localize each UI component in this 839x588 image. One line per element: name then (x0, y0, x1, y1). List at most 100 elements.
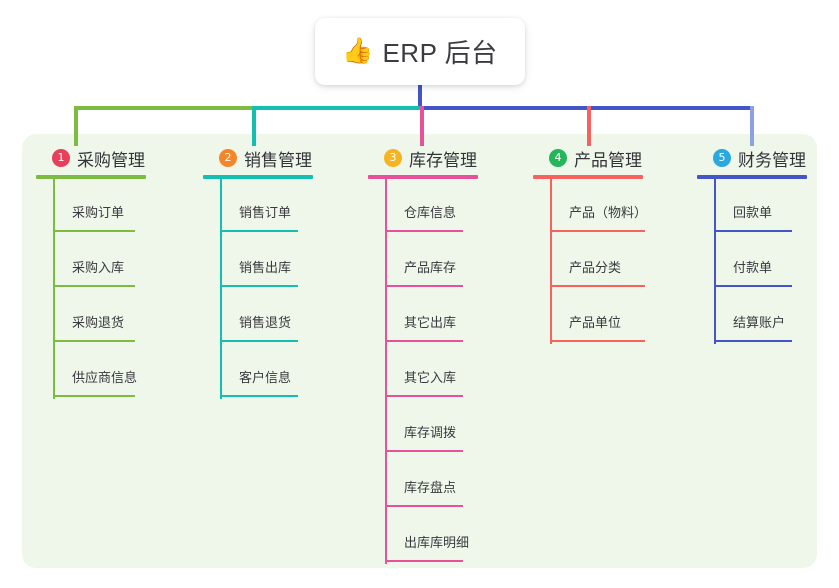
column-body-inventory: 仓库信息产品库存其它出库其它入库库存调拨库存盘点出库库明细 (368, 179, 478, 564)
column-title-product: 产品管理 (574, 150, 642, 170)
leaf-label: 结算账户 (733, 315, 786, 330)
leaf-node[interactable]: 出库库明细 (368, 509, 478, 564)
leaf-node[interactable]: 销售出库 (203, 234, 313, 289)
leaf-label: 其它入库 (404, 370, 457, 385)
leaf-underline (53, 395, 135, 397)
thumbs-up-icon: 👍 (342, 37, 374, 65)
leaf-node[interactable]: 采购退货 (36, 289, 146, 344)
leaf-underline (714, 340, 792, 342)
column-spine-sales (220, 179, 222, 399)
leaf-node[interactable]: 采购入库 (36, 234, 146, 289)
leaf-label: 客户信息 (239, 370, 292, 385)
column-spine-finance (714, 179, 716, 344)
column-purchase: 1 采购管理采购订单采购入库采购退货供应商信息 (36, 146, 146, 399)
leaf-node[interactable]: 其它入库 (368, 344, 478, 399)
column-underline-product (533, 175, 643, 179)
leaf-node[interactable]: 其它出库 (368, 289, 478, 344)
column-sales: 2 销售管理销售订单销售出库销售退货客户信息 (203, 146, 313, 399)
root-node-card[interactable]: 👍 ERP 后台 (315, 18, 525, 85)
connector-bus-green (74, 106, 254, 110)
connector-trunk (418, 85, 422, 109)
column-body-product: 产品（物料） 产品分类产品单位 (533, 179, 647, 344)
column-spine-product (550, 179, 552, 344)
leaf-underline (385, 450, 463, 452)
leaf-underline (550, 340, 645, 342)
column-body-purchase: 采购订单采购入库采购退货供应商信息 (36, 179, 146, 399)
leaf-underline (53, 285, 135, 287)
leaf-label: 采购订单 (72, 205, 125, 220)
leaf-label: 供应商信息 (72, 370, 138, 385)
column-header-inventory[interactable]: 3 库存管理 (368, 146, 478, 170)
leaf-node[interactable]: 销售订单 (203, 179, 313, 234)
leaf-underline (220, 395, 298, 397)
column-title-purchase: 采购管理 (77, 150, 145, 170)
leaf-node[interactable]: 采购订单 (36, 179, 146, 234)
leaf-label: 库存调拨 (404, 425, 457, 440)
column-title-inventory: 库存管理 (409, 150, 477, 170)
leaf-node[interactable]: 产品库存 (368, 234, 478, 289)
leaf-label: 库存盘点 (404, 480, 457, 495)
column-badge-sales: 2 (219, 149, 237, 167)
leaf-label: 产品库存 (404, 260, 457, 275)
leaf-underline (714, 230, 792, 232)
column-underline-purchase (36, 175, 146, 179)
leaf-label: 产品单位 (569, 315, 622, 330)
leaf-node[interactable]: 付款单 (697, 234, 807, 289)
column-header-sales[interactable]: 2 销售管理 (203, 146, 313, 170)
connector-drop-red (587, 106, 591, 146)
leaf-node[interactable]: 库存调拨 (368, 399, 478, 454)
column-finance: 5 财务管理回款单付款单结算账户 (697, 146, 807, 344)
connector-drop-teal (252, 106, 256, 146)
leaf-underline (385, 395, 463, 397)
leaf-underline (53, 340, 135, 342)
column-badge-purchase: 1 (52, 149, 70, 167)
column-underline-sales (203, 175, 313, 179)
leaf-underline (385, 560, 463, 562)
leaf-label: 销售订单 (239, 205, 292, 220)
column-header-purchase[interactable]: 1 采购管理 (36, 146, 146, 170)
leaf-node[interactable]: 客户信息 (203, 344, 313, 399)
leaf-node[interactable]: 销售退货 (203, 289, 313, 344)
column-title-finance: 财务管理 (738, 150, 806, 170)
column-badge-finance: 5 (713, 149, 731, 167)
root-node-title: ERP 后台 (382, 38, 498, 68)
leaf-node[interactable]: 仓库信息 (368, 179, 478, 234)
leaf-label: 出库库明细 (404, 535, 470, 550)
leaf-underline (220, 230, 298, 232)
leaf-node[interactable]: 产品（物料） (533, 179, 647, 234)
connector-bus-teal (252, 106, 422, 110)
connector-drop-green (74, 106, 78, 146)
leaf-label: 仓库信息 (404, 205, 457, 220)
column-spine-inventory (385, 179, 387, 564)
column-body-sales: 销售订单销售出库销售退货客户信息 (203, 179, 313, 399)
leaf-underline (53, 230, 135, 232)
leaf-label: 其它出库 (404, 315, 457, 330)
column-header-finance[interactable]: 5 财务管理 (697, 146, 807, 170)
leaf-node[interactable]: 结算账户 (697, 289, 807, 344)
leaf-label: 采购退货 (72, 315, 125, 330)
leaf-node[interactable]: 回款单 (697, 179, 807, 234)
leaf-node[interactable]: 库存盘点 (368, 454, 478, 509)
column-underline-inventory (368, 175, 478, 179)
leaf-underline (385, 285, 463, 287)
leaf-underline (385, 230, 463, 232)
connector-bus-blue (420, 106, 752, 110)
leaf-label: 采购入库 (72, 260, 125, 275)
leaf-node[interactable]: 产品单位 (533, 289, 645, 344)
leaf-label: 产品分类 (569, 260, 622, 275)
leaf-node[interactable]: 供应商信息 (36, 344, 146, 399)
leaf-underline (385, 340, 463, 342)
leaf-node[interactable]: 产品分类 (533, 234, 645, 289)
column-title-sales: 销售管理 (244, 150, 312, 170)
leaf-underline (385, 505, 463, 507)
leaf-label: 付款单 (733, 260, 773, 275)
leaf-underline (714, 285, 792, 287)
column-spine-purchase (53, 179, 55, 399)
column-inventory: 3 库存管理仓库信息产品库存其它出库其它入库库存调拨库存盘点出库库明细 (368, 146, 478, 564)
leaf-underline (220, 285, 298, 287)
column-badge-inventory: 3 (384, 149, 402, 167)
leaf-underline (550, 285, 645, 287)
diagram-background-panel (22, 134, 817, 568)
